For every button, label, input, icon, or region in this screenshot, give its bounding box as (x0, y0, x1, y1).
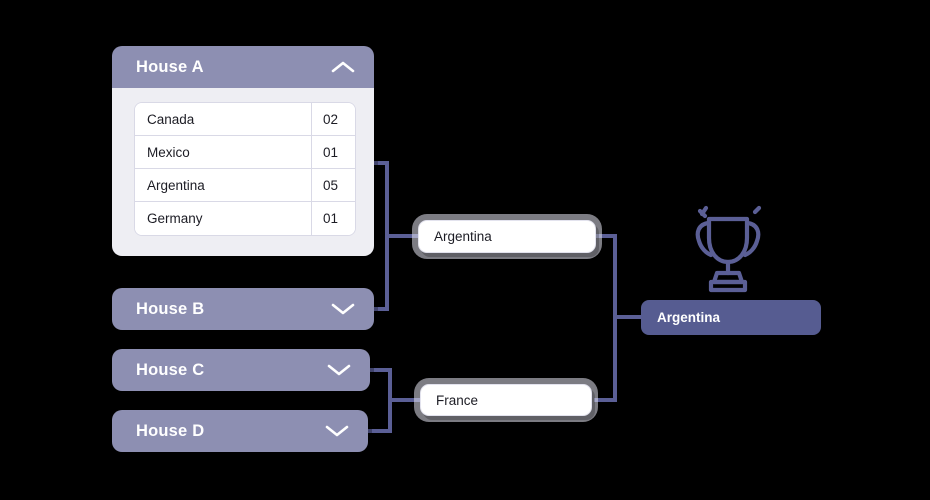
house-b-header[interactable]: House B (112, 288, 374, 330)
semifinal-bottom-label: France (436, 392, 479, 408)
semifinal-top-label: Argentina (434, 229, 492, 244)
chevron-down-icon[interactable] (330, 302, 356, 316)
house-c-header[interactable]: House C (112, 349, 370, 391)
chevron-down-icon[interactable] (324, 424, 350, 438)
trophy-icon (676, 193, 780, 293)
wire-house-cd-bracket (366, 368, 392, 433)
team-score: 01 (311, 136, 355, 169)
table-row[interactable]: Germany 01 (135, 202, 355, 235)
table-row[interactable]: Mexico 01 (135, 136, 355, 169)
chevron-up-icon[interactable] (330, 60, 356, 74)
chevron-down-icon[interactable] (326, 363, 352, 377)
house-d-label: House D (136, 421, 205, 440)
final-winner-box[interactable]: Argentina (641, 300, 821, 335)
semifinal-bottom-box[interactable]: France (420, 384, 592, 416)
team-score: 05 (311, 169, 355, 202)
house-a-label: House A (136, 57, 204, 76)
house-panel-b[interactable]: House B (112, 288, 374, 330)
team-name: Mexico (135, 136, 311, 169)
team-score: 02 (311, 103, 355, 136)
house-panel-d[interactable]: House D (112, 410, 368, 452)
team-score: 01 (311, 202, 355, 235)
house-b-label: House B (136, 299, 205, 318)
house-a-body: Canada 02 Mexico 01 Argentina 05 Germany… (112, 88, 374, 256)
team-name: Canada (135, 103, 311, 136)
team-name: Germany (135, 202, 311, 235)
table-row[interactable]: Canada 02 (135, 103, 355, 136)
house-a-header[interactable]: House A (112, 46, 374, 88)
house-d-header[interactable]: House D (112, 410, 368, 452)
house-panel-c[interactable]: House C (112, 349, 370, 391)
house-c-label: House C (136, 360, 205, 379)
team-name: Argentina (135, 169, 311, 202)
wire-semis-bracket (594, 234, 617, 402)
house-panel-a[interactable]: House A Canada 02 Mexico 01 (112, 46, 374, 256)
house-a-score-table: Canada 02 Mexico 01 Argentina 05 Germany… (134, 102, 356, 236)
table-row[interactable]: Argentina 05 (135, 169, 355, 202)
semifinal-top-box[interactable]: Argentina (418, 220, 596, 253)
final-winner-label: Argentina (657, 310, 721, 325)
